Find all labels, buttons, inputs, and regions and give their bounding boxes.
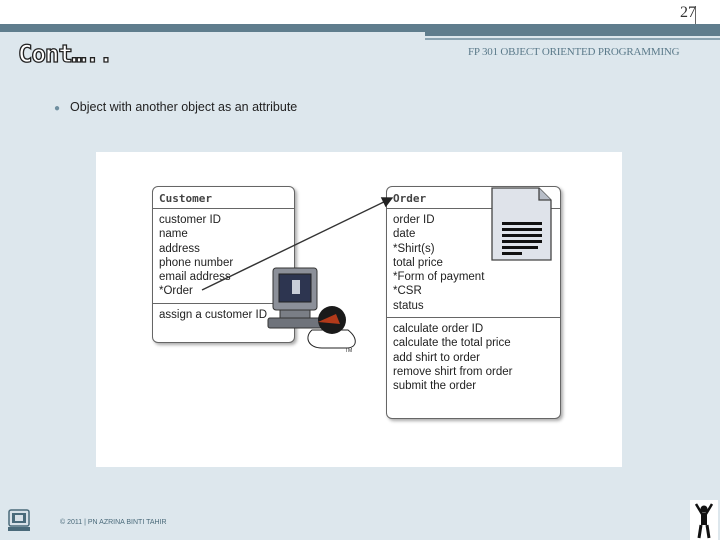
class-diagram: Customer customer ID name address phone … [96, 152, 622, 467]
bullet-item: ● Object with another object as an attrib… [54, 100, 297, 114]
customer-attr: email address [159, 271, 231, 284]
tm-mark: TM [345, 348, 352, 354]
customer-attr: customer ID [159, 214, 221, 226]
order-attr: date [393, 228, 416, 241]
person-logo-icon [690, 500, 718, 540]
customer-op: assign a customer ID [159, 308, 268, 321]
accent-stripe-thin [425, 38, 720, 40]
slide-title: Cont….. [17, 39, 113, 68]
order-operations: calculate order ID calculate the total p… [387, 318, 560, 397]
order-attr: *CSR [393, 285, 422, 298]
customer-class-name: Customer [153, 187, 294, 209]
footer-copyright: © 2011 | PN AZRINA BINTI TAHIR [60, 519, 167, 526]
monitor-logo-icon [8, 509, 30, 531]
bullet-dot-icon: ● [54, 103, 61, 114]
customer-operations: assign a customer ID [153, 304, 294, 326]
order-class-name: Order [387, 187, 560, 209]
top-bar [0, 0, 720, 24]
slide-number-divider [695, 6, 696, 24]
order-op: add shirt to order [393, 351, 480, 364]
top-stripe [0, 24, 720, 32]
customer-attr: name [159, 228, 188, 241]
order-attr: *Form of payment [393, 271, 485, 284]
customer-attributes: customer ID name address phone number em… [153, 209, 294, 304]
bullet-text: Object with another object as an attribu… [70, 100, 298, 114]
order-op: calculate order ID [393, 323, 484, 336]
order-attr: total price [393, 256, 443, 269]
customer-attr: *Order [159, 285, 193, 298]
slide-number: 27 [680, 4, 696, 21]
order-op: submit the order [393, 380, 477, 393]
order-op: remove shirt from order [393, 365, 513, 378]
order-attr: order ID [393, 214, 435, 226]
accent-stripe [425, 32, 720, 36]
customer-class-box: Customer customer ID name address phone … [152, 186, 295, 343]
order-op: calculate the total price [393, 337, 511, 350]
customer-attr: phone number [159, 256, 234, 269]
customer-attr: address [159, 242, 200, 255]
order-attributes: order ID date *Shirt(s) total price *For… [387, 209, 560, 319]
order-attr: *Shirt(s) [393, 242, 435, 255]
order-attr: status [393, 299, 424, 312]
order-class-box: Order order ID date *Shirt(s) total pric… [386, 186, 561, 419]
course-title: FP 301 OBJECT ORIENTED PROGRAMMING [468, 46, 680, 58]
